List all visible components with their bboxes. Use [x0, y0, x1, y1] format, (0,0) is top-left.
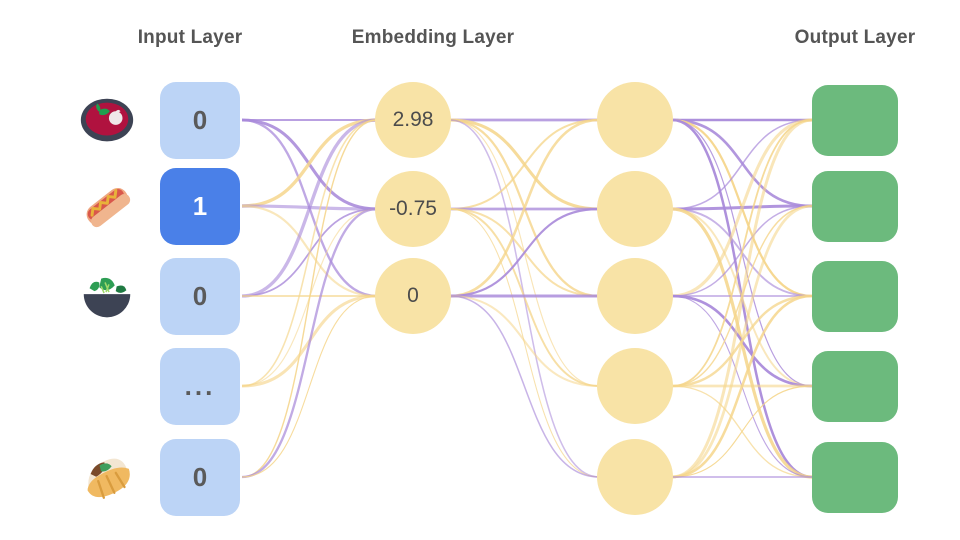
- hidden-node-3[interactable]: [597, 348, 673, 424]
- input-node-1[interactable]: 1: [160, 168, 240, 245]
- output-node-1[interactable]: [812, 171, 898, 242]
- edge: [449, 294, 600, 388]
- layer-title-1: Embedding Layer: [351, 27, 515, 48]
- hot-dog-icon: [76, 175, 138, 237]
- output-node-4[interactable]: [812, 442, 898, 513]
- input-node-2[interactable]: 0: [160, 258, 240, 335]
- edge: [241, 119, 378, 478]
- input-node-0[interactable]: 0: [160, 82, 240, 159]
- edge: [241, 118, 378, 208]
- salad-bowl-icon: [76, 265, 138, 327]
- burrito-icon: [76, 446, 138, 508]
- edge: [671, 385, 813, 478]
- edge: [671, 119, 813, 387]
- edge: [671, 118, 813, 208]
- edge: [671, 204, 813, 479]
- input-node-4[interactable]: 0: [160, 439, 240, 516]
- output-node-2[interactable]: [812, 261, 898, 332]
- hidden-node-2[interactable]: [597, 258, 673, 334]
- layer-title-0: Input Layer: [137, 27, 243, 48]
- edge: [241, 295, 378, 478]
- edge: [241, 118, 378, 298]
- edge: [671, 118, 813, 298]
- edge: [449, 295, 600, 478]
- edge: [241, 207, 378, 479]
- edge: [449, 118, 600, 211]
- edge-group-input-to-embedding: [241, 118, 378, 479]
- embedding-node-2[interactable]: 0: [375, 258, 451, 334]
- edge: [671, 118, 813, 479]
- embedding-node-0[interactable]: 2.98: [375, 82, 451, 158]
- embedding-node-1[interactable]: -0.75: [375, 171, 451, 247]
- edge-group-embedding-to-hidden: [449, 118, 600, 478]
- edge: [671, 119, 813, 210]
- hidden-node-1[interactable]: [597, 171, 673, 247]
- soup-bowl-icon: [76, 89, 138, 151]
- output-node-0[interactable]: [812, 85, 898, 156]
- hidden-node-4[interactable]: [597, 439, 673, 515]
- output-node-3[interactable]: [812, 351, 898, 422]
- edge: [241, 119, 378, 387]
- edge: [671, 294, 813, 479]
- edge-group-hidden-to-output: [671, 118, 813, 479]
- layer-title-2: Output Layer: [794, 27, 916, 48]
- edge: [449, 207, 600, 298]
- edge: [449, 118, 600, 298]
- input-node-3[interactable]: ...: [160, 348, 240, 425]
- edge: [449, 208, 600, 478]
- hidden-node-0[interactable]: [597, 82, 673, 158]
